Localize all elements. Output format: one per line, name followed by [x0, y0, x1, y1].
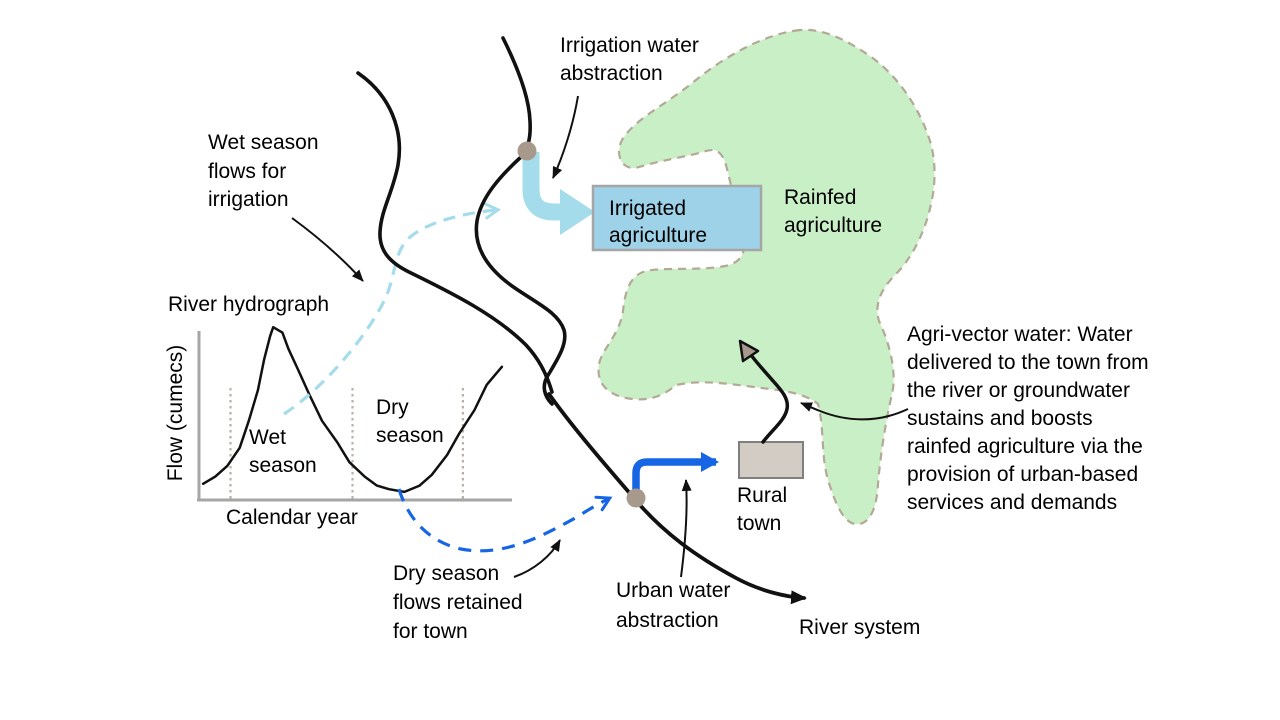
annotation-arrow-wet-season-flows	[291, 217, 364, 282]
irrigation-abstraction-dot	[517, 141, 537, 161]
river-main-stem	[547, 392, 807, 605]
hydrograph-chart	[197, 325, 512, 502]
irrigation-offtake-arrow	[522, 152, 561, 221]
urban-water-label: Urban water abstraction	[616, 579, 731, 632]
rural-town-box	[738, 441, 804, 479]
irrigation-abstraction-label: Irrigation water abstraction	[560, 34, 699, 85]
dry-season-label: Dry season	[376, 396, 444, 447]
irrigated-agriculture-box	[591, 184, 763, 252]
annotation-arrow-dry-season-flows	[513, 539, 561, 578]
annotation-arrow-urban-water	[680, 479, 692, 578]
wet-season-label: Wet season	[249, 426, 317, 477]
calendar-year-label: Calendar year	[226, 506, 358, 529]
flow-axis-label: Flow (cumecs)	[164, 344, 187, 482]
irrigation-offtake-arrowhead	[560, 189, 595, 235]
urban-supply-arrow	[632, 452, 719, 499]
river-west-tributary	[356, 71, 554, 394]
rural-town-label: Rural town	[737, 484, 788, 535]
rainfed-agriculture-label: Rainfed agriculture	[784, 186, 883, 237]
dry-season-flow-dashed-arrow	[397, 488, 613, 553]
wet-season-flows-label: Wet season flows for irrigation	[208, 131, 319, 211]
agri-vector-arrowhead	[738, 339, 760, 363]
irrigated-agriculture-label: Irrigated agriculture	[609, 197, 708, 247]
hydro-flow-curve	[201, 325, 504, 494]
river-system-label: River system	[799, 616, 921, 639]
wet-season-flow-dashed-arrow	[283, 202, 501, 416]
annotation-arrow-irrigation-abstraction	[552, 95, 579, 179]
dry-season-flows-label: Dry season flows retained for town	[393, 562, 523, 643]
agri-vector-note: Agri-vector water: Water delivered to th…	[907, 323, 1149, 514]
rainfed-agriculture-region	[597, 28, 936, 526]
town-to-rainfed-arrow	[749, 353, 790, 444]
river-east-tributary	[474, 36, 567, 406]
river-hydrograph-title: River hydrograph	[168, 293, 330, 316]
urban-abstraction-dot	[626, 488, 646, 508]
annotation-arrow-agri-vector	[800, 402, 909, 421]
